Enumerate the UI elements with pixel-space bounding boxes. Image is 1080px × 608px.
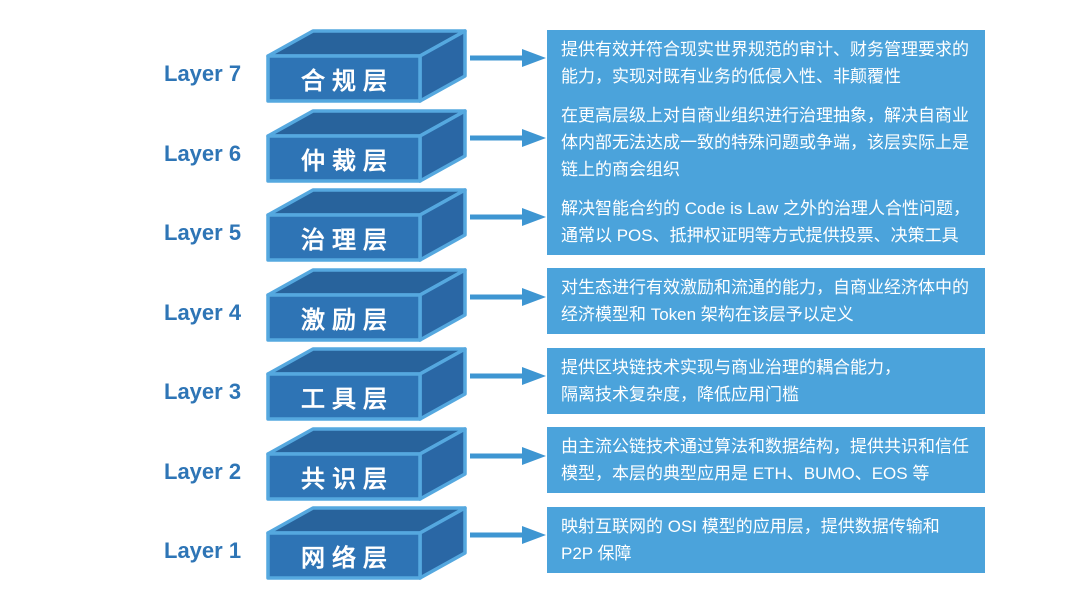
box-3d-icon: [266, 506, 467, 580]
layer-box: 工具层: [265, 341, 470, 421]
layer-label: Layer 6: [164, 140, 242, 166]
layer-row: Layer 5 治理层 解决智能合约的 Code is Law 之外的治理人合性…: [0, 182, 1080, 262]
layer-description: 由主流公链技术通过算法和数据结构，提供共识和信任 模型，本层的典型应用是 ETH…: [547, 427, 985, 494]
layer-box-title: 治理层: [301, 227, 394, 254]
layer-box-title: 激励层: [301, 306, 394, 334]
layer-box-title: 仲裁层: [301, 147, 394, 175]
arrow-right-icon: [470, 23, 547, 70]
layer-description: 提供区块链技术实现与商业治理的耦合能力， 隔离技术复杂度，降低应用门槛: [547, 347, 985, 414]
box-front-face: [266, 531, 422, 580]
layer-box: 仲裁层: [265, 103, 470, 183]
layer-description: 对生态进行有效激励和流通的能力，自商业经济体中的 经济模型和 Token 架构在…: [547, 268, 985, 335]
box-front-face: [266, 372, 422, 421]
box-front-face: [266, 133, 422, 183]
arrow-right-icon: [470, 262, 547, 309]
arrow-right-icon: [470, 341, 547, 388]
arrow-right-icon: [470, 500, 547, 547]
layer-stack-diagram: Layer 7 合规层 提供有效并符合现实世界规范的审计、财务管理要求的 能力，…: [0, 23, 1080, 580]
layer-box: 激励层: [265, 262, 470, 342]
box-front-face: [266, 54, 422, 103]
layer-label: Layer 4: [164, 299, 242, 325]
box-front-face: [266, 451, 422, 501]
box-3d-icon: [266, 108, 467, 183]
box-3d-icon: [266, 188, 467, 262]
box-3d-icon: [266, 347, 467, 421]
layer-description: 提供有效并符合现实世界规范的审计、财务管理要求的 能力，实现对既有业务的低侵入性…: [547, 29, 985, 96]
box-front-face: [266, 213, 422, 262]
layer-box-title: 网络层: [301, 545, 394, 572]
layer-box: 网络层: [265, 500, 470, 580]
layer-description: 解决智能合约的 Code is Law 之外的治理人合性问题， 通常以 POS、…: [547, 188, 985, 255]
layer-description: 在更高层级上对自商业组织进行治理抽象，解决自商业 体内部无法达成一致的特殊问题或…: [547, 95, 985, 189]
layer-row: Layer 3 工具层 提供区块链技术实现与商业治理的耦合能力， 隔离技术复杂度…: [0, 341, 1080, 421]
layer-box-title: 合规层: [301, 68, 394, 95]
arrow-right-icon: [470, 103, 547, 150]
box-front-face: [266, 292, 422, 342]
layer-row: Layer 6 仲裁层 在更高层级上对自商业组织进行治理抽象，解决自商业 体内部…: [0, 95, 1080, 189]
layer-label: Layer 7: [164, 61, 242, 86]
layer-box: 共识层: [265, 421, 470, 501]
layer-row: Layer 4 激励层 对生态进行有效激励和流通的能力，自商业经济体中的 经济模…: [0, 262, 1080, 342]
layer-box-title: 共识层: [301, 465, 394, 493]
layer-description: 映射互联网的 OSI 模型的应用层，提供数据传输和 P2P 保障: [547, 506, 985, 573]
layer-row: Layer 7 合规层 提供有效并符合现实世界规范的审计、财务管理要求的 能力，…: [0, 23, 1080, 103]
layer-row: Layer 2 共识层 由主流公链技术通过算法和数据结构，提供共识和信任 模型，…: [0, 421, 1080, 501]
box-3d-icon: [266, 267, 467, 342]
layer-box: 合规层: [265, 23, 470, 103]
layer-row: Layer 1 网络层 映射互联网的 OSI 模型的应用层，提供数据传输和 P2…: [0, 500, 1080, 580]
layer-box: 治理层: [265, 182, 470, 262]
arrow-right-icon: [470, 421, 547, 468]
box-3d-icon: [266, 426, 467, 501]
box-3d-icon: [266, 29, 467, 103]
layer-label: Layer 1: [164, 538, 242, 563]
layer-box-title: 工具层: [301, 386, 394, 413]
layer-label: Layer 5: [164, 220, 242, 245]
layer-label: Layer 2: [164, 458, 242, 484]
arrow-right-icon: [470, 182, 547, 229]
layer-label: Layer 3: [164, 379, 242, 404]
